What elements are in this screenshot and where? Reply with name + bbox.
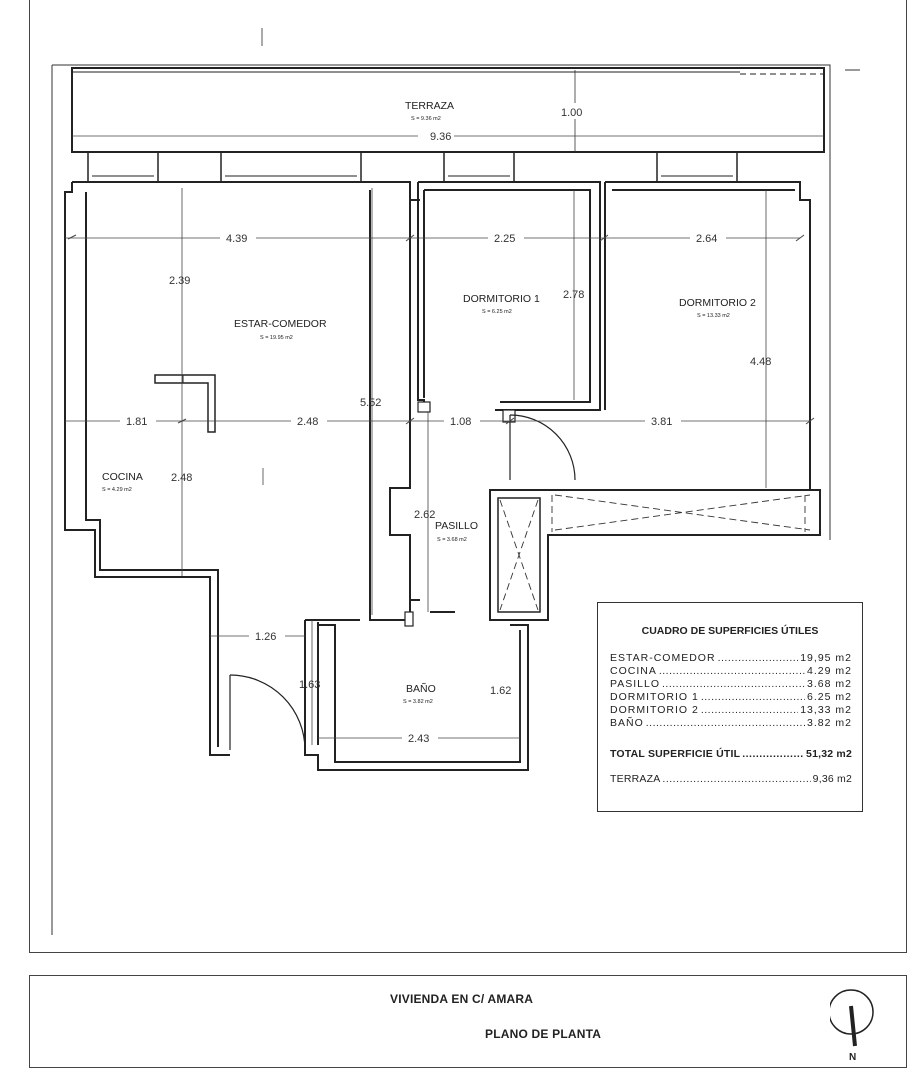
room-bano-area: S = 3.82 m2 bbox=[403, 699, 433, 705]
floor-plan: 9.36 1.00 4.39 2.25 2.64 2.39 2.78 4.48 … bbox=[51, 28, 860, 935]
room-dorm1-area: S = 6.25 m2 bbox=[482, 309, 512, 315]
table-terraza-row: TERRAZA9,36 m2 bbox=[610, 773, 852, 785]
table-row: DORMITORIO 16.25 m2 bbox=[610, 691, 852, 703]
table-row: BAÑO3.82 m2 bbox=[610, 717, 852, 729]
drawing-frame bbox=[29, 0, 907, 953]
title-block: VIVIENDA EN C/ AMARA PLANO DE PLANTA N bbox=[29, 975, 907, 1068]
closet-diagonals bbox=[499, 494, 811, 611]
north-arrow-icon: N bbox=[830, 989, 874, 1061]
room-pasillo-label: PASILLO bbox=[435, 520, 478, 532]
dimension-ticks bbox=[67, 234, 815, 425]
dim-dorm2-depth: 4.48 bbox=[750, 356, 771, 368]
drawing-title: VIVIENDA EN C/ AMARA bbox=[390, 992, 534, 1006]
room-estar-area: S = 19.95 m2 bbox=[260, 335, 293, 341]
dim-dorm1-depth: 2.78 bbox=[563, 289, 584, 301]
dimension-labels: 9.36 1.00 4.39 2.25 2.64 2.39 2.78 4.48 … bbox=[120, 103, 771, 745]
dim-pasillo-depth: 2.62 bbox=[414, 509, 435, 521]
area-summary-table: CUADRO DE SUPERFICIES ÚTILES ESTAR-COMED… bbox=[597, 602, 863, 812]
dim-cocina-width: 1.81 bbox=[126, 416, 147, 428]
table-row: ESTAR-COMEDOR19,95 m2 bbox=[610, 652, 852, 664]
room-dorm2-area: S = 13.33 m2 bbox=[697, 313, 730, 319]
room-terraza-area: S = 9.36 m2 bbox=[411, 116, 441, 122]
room-bano-label: BAÑO bbox=[406, 682, 436, 695]
dim-estar-depth: 5.52 bbox=[360, 397, 381, 409]
window-openings bbox=[87, 151, 738, 183]
room-labels: TERRAZA S = 9.36 m2 ESTAR-COMEDOR S = 19… bbox=[102, 100, 756, 705]
walls bbox=[64, 181, 821, 771]
table-total-row: TOTAL SUPERFICIE ÚTIL51,32 m2 bbox=[610, 748, 852, 760]
dim-bano-depth: 1.62 bbox=[490, 685, 511, 697]
room-terraza-label: TERRAZA bbox=[405, 100, 454, 112]
dim-dorm1-width: 2.25 bbox=[494, 233, 515, 245]
dim-estar-width: 4.39 bbox=[226, 233, 247, 245]
table-row: COCINA4.29 m2 bbox=[610, 665, 852, 677]
dim-pasillo-width: 1.08 bbox=[450, 416, 471, 428]
dim-terraza-depth: 1.00 bbox=[561, 107, 582, 119]
dim-estar-lower: 2.48 bbox=[297, 416, 318, 428]
room-cocina-label: COCINA bbox=[102, 471, 143, 483]
room-pasillo-area: S = 3.68 m2 bbox=[437, 537, 467, 543]
table-row: DORMITORIO 213,33 m2 bbox=[610, 704, 852, 716]
dim-terraza-width: 9.36 bbox=[430, 131, 451, 143]
north-label: N bbox=[849, 1052, 856, 1061]
dim-entry-depth: 1.63 bbox=[299, 679, 320, 691]
room-dorm2-label: DORMITORIO 2 bbox=[679, 297, 756, 309]
room-cocina-area: S = 4.29 m2 bbox=[102, 487, 132, 493]
door-swings bbox=[229, 414, 576, 751]
parcel-outline bbox=[51, 64, 831, 935]
dim-estar-upper: 2.39 bbox=[169, 275, 190, 287]
dim-bano-width: 2.43 bbox=[408, 733, 429, 745]
dim-dorm2-width: 2.64 bbox=[696, 233, 717, 245]
dim-entry-width: 1.26 bbox=[255, 631, 276, 643]
room-dorm1-label: DORMITORIO 1 bbox=[463, 293, 540, 305]
drawing-subtitle: PLANO DE PLANTA bbox=[485, 1027, 602, 1041]
table-title: CUADRO DE SUPERFICIES ÚTILES bbox=[641, 625, 819, 637]
dim-dorm2-lower: 3.81 bbox=[651, 416, 672, 428]
table-row: PASILLO3.68 m2 bbox=[610, 678, 852, 690]
dim-cocina-depth: 2.48 bbox=[171, 472, 192, 484]
room-estar-label: ESTAR-COMEDOR bbox=[234, 318, 327, 330]
